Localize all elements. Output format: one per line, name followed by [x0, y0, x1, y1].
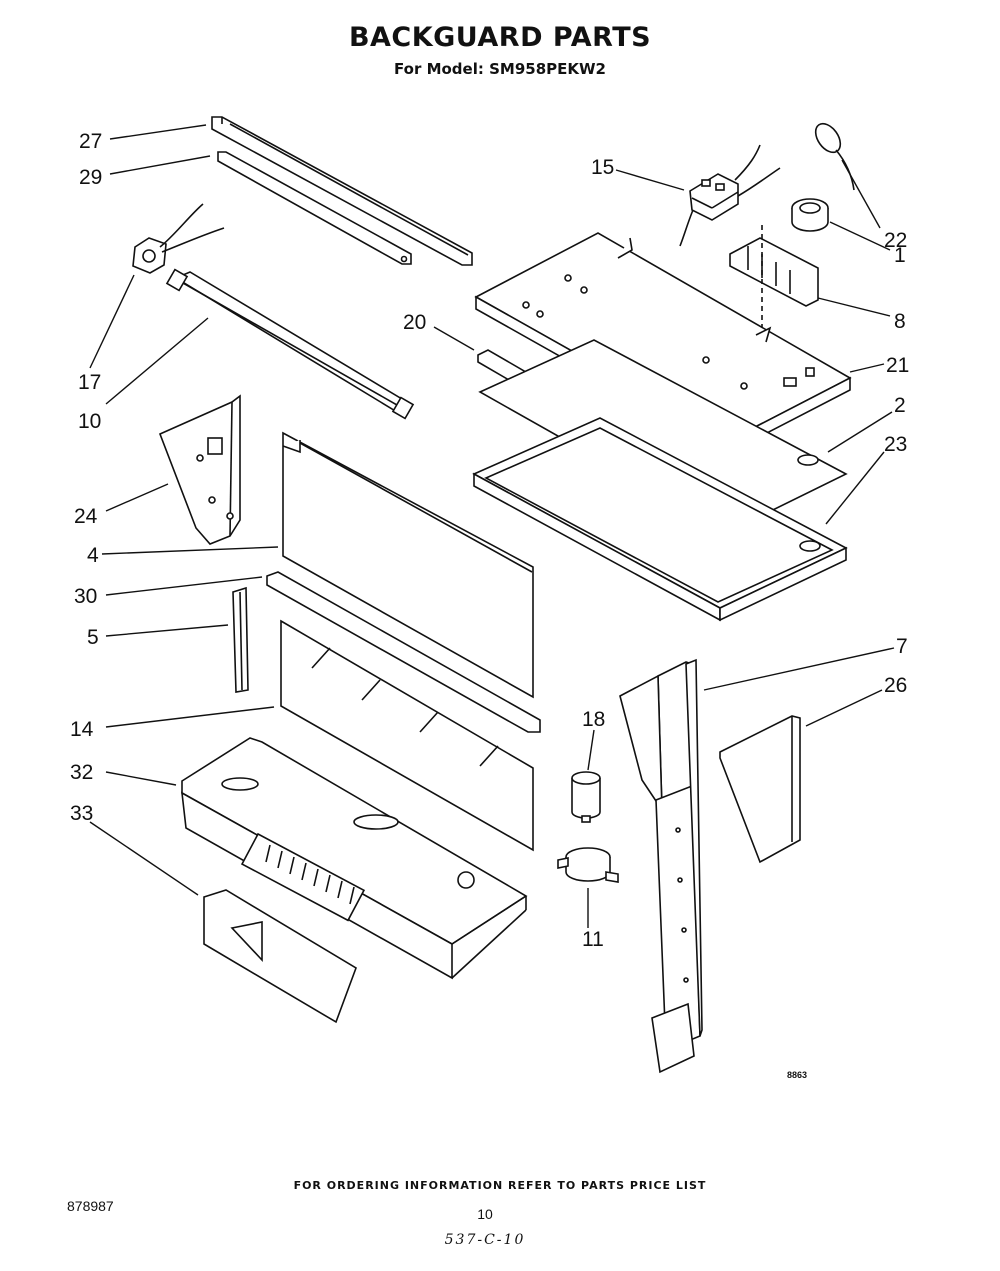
callout-labels: 27 29 17 10 24 4 30 5 14 32 33 15 22 1 8…	[70, 130, 909, 951]
leader-lines	[89, 124, 895, 928]
callout-7: 7	[896, 635, 908, 658]
part-11-capacitor-clamp	[557, 847, 619, 883]
part-1-lamp-holder	[791, 198, 829, 232]
page-number: 10	[477, 1206, 493, 1222]
part-33-bottom-trim	[203, 889, 357, 1024]
callout-24: 24	[74, 505, 98, 528]
callout-11: 11	[582, 928, 604, 951]
callout-27: 27	[79, 130, 102, 153]
part-23-tray	[472, 417, 848, 622]
callout-22: 22	[884, 229, 907, 252]
callout-15: 15	[591, 156, 614, 179]
part-18-capacitor	[571, 771, 601, 823]
callout-26: 26	[884, 674, 907, 697]
callout-33: 33	[70, 802, 93, 825]
part-30-strip	[266, 571, 541, 733]
part-29-strip	[217, 151, 412, 265]
callout-23: 23	[884, 433, 907, 456]
ordering-note: FOR ORDERING INFORMATION REFER TO PARTS …	[293, 1179, 707, 1192]
callout-30: 30	[74, 585, 97, 608]
callout-2: 2	[894, 394, 906, 417]
callout-17: 17	[78, 371, 101, 394]
part-4-rear-panel	[282, 431, 534, 699]
part-24-bracket	[158, 394, 241, 545]
part-8-terminal-block	[729, 225, 819, 385]
part-14-glass-panel	[280, 619, 534, 852]
callout-8: 8	[894, 310, 906, 333]
callout-32: 32	[70, 761, 93, 784]
part-22-wire-loop	[814, 122, 855, 191]
part-15-receptacle	[679, 144, 781, 247]
part-10-fluorescent-tube	[165, 268, 415, 420]
page-title: BACKGUARD PARTS	[348, 22, 652, 53]
part-5-vertical-strip	[232, 586, 249, 693]
handwritten-code: 537-C-10	[444, 1232, 526, 1248]
part-7-side-channel	[619, 658, 703, 1074]
callout-1: 1	[894, 244, 906, 267]
callout-4: 4	[87, 544, 99, 567]
callout-18: 18	[582, 708, 605, 731]
model-line: For Model: SM958PEKW2	[394, 60, 606, 78]
drawing-id: 8863	[787, 1070, 807, 1080]
part-32-control-housing	[181, 737, 528, 980]
document-number: 878987	[67, 1198, 114, 1214]
callout-20: 20	[403, 311, 426, 334]
callout-14: 14	[70, 718, 94, 741]
part-27-trim-strip	[211, 116, 473, 266]
callout-21: 21	[886, 354, 909, 377]
callout-29: 29	[79, 166, 102, 189]
part-26-end-cap	[719, 715, 801, 864]
callout-5: 5	[87, 626, 99, 649]
callout-10: 10	[78, 410, 101, 433]
part-17-lamp-socket	[132, 203, 225, 274]
